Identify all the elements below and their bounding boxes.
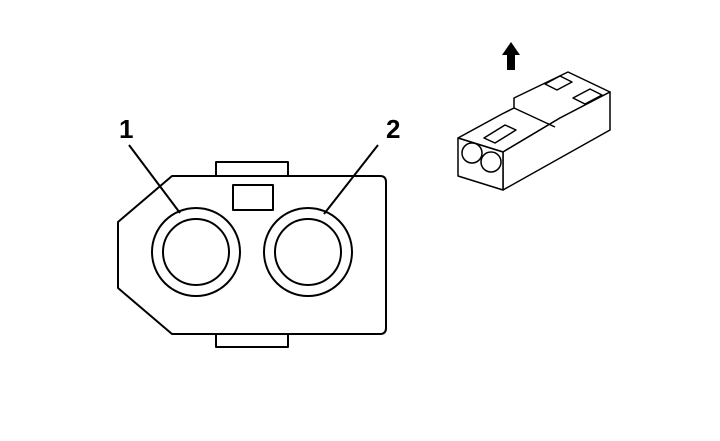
connector-face-view — [117, 144, 387, 348]
connector-top-window-2 — [572, 88, 603, 105]
connector-cavity-2 — [480, 151, 502, 173]
connector-latch — [483, 124, 517, 144]
lock-window — [232, 184, 274, 211]
up-arrow-icon — [502, 42, 520, 70]
connector-housing — [117, 175, 387, 335]
connector-cavity-1 — [461, 142, 483, 164]
pin-2-cavity — [263, 207, 353, 297]
pin-2-leader-line — [323, 144, 379, 215]
connector-top-window-1 — [544, 75, 573, 91]
pin-1-leader-line — [128, 144, 181, 214]
pin-2-label: 2 — [386, 114, 400, 144]
pin-1-label: 1 — [119, 114, 133, 144]
connector-3d-view — [457, 71, 611, 191]
bottom-latch-tab — [215, 332, 289, 348]
pin-1-cavity — [151, 207, 241, 297]
